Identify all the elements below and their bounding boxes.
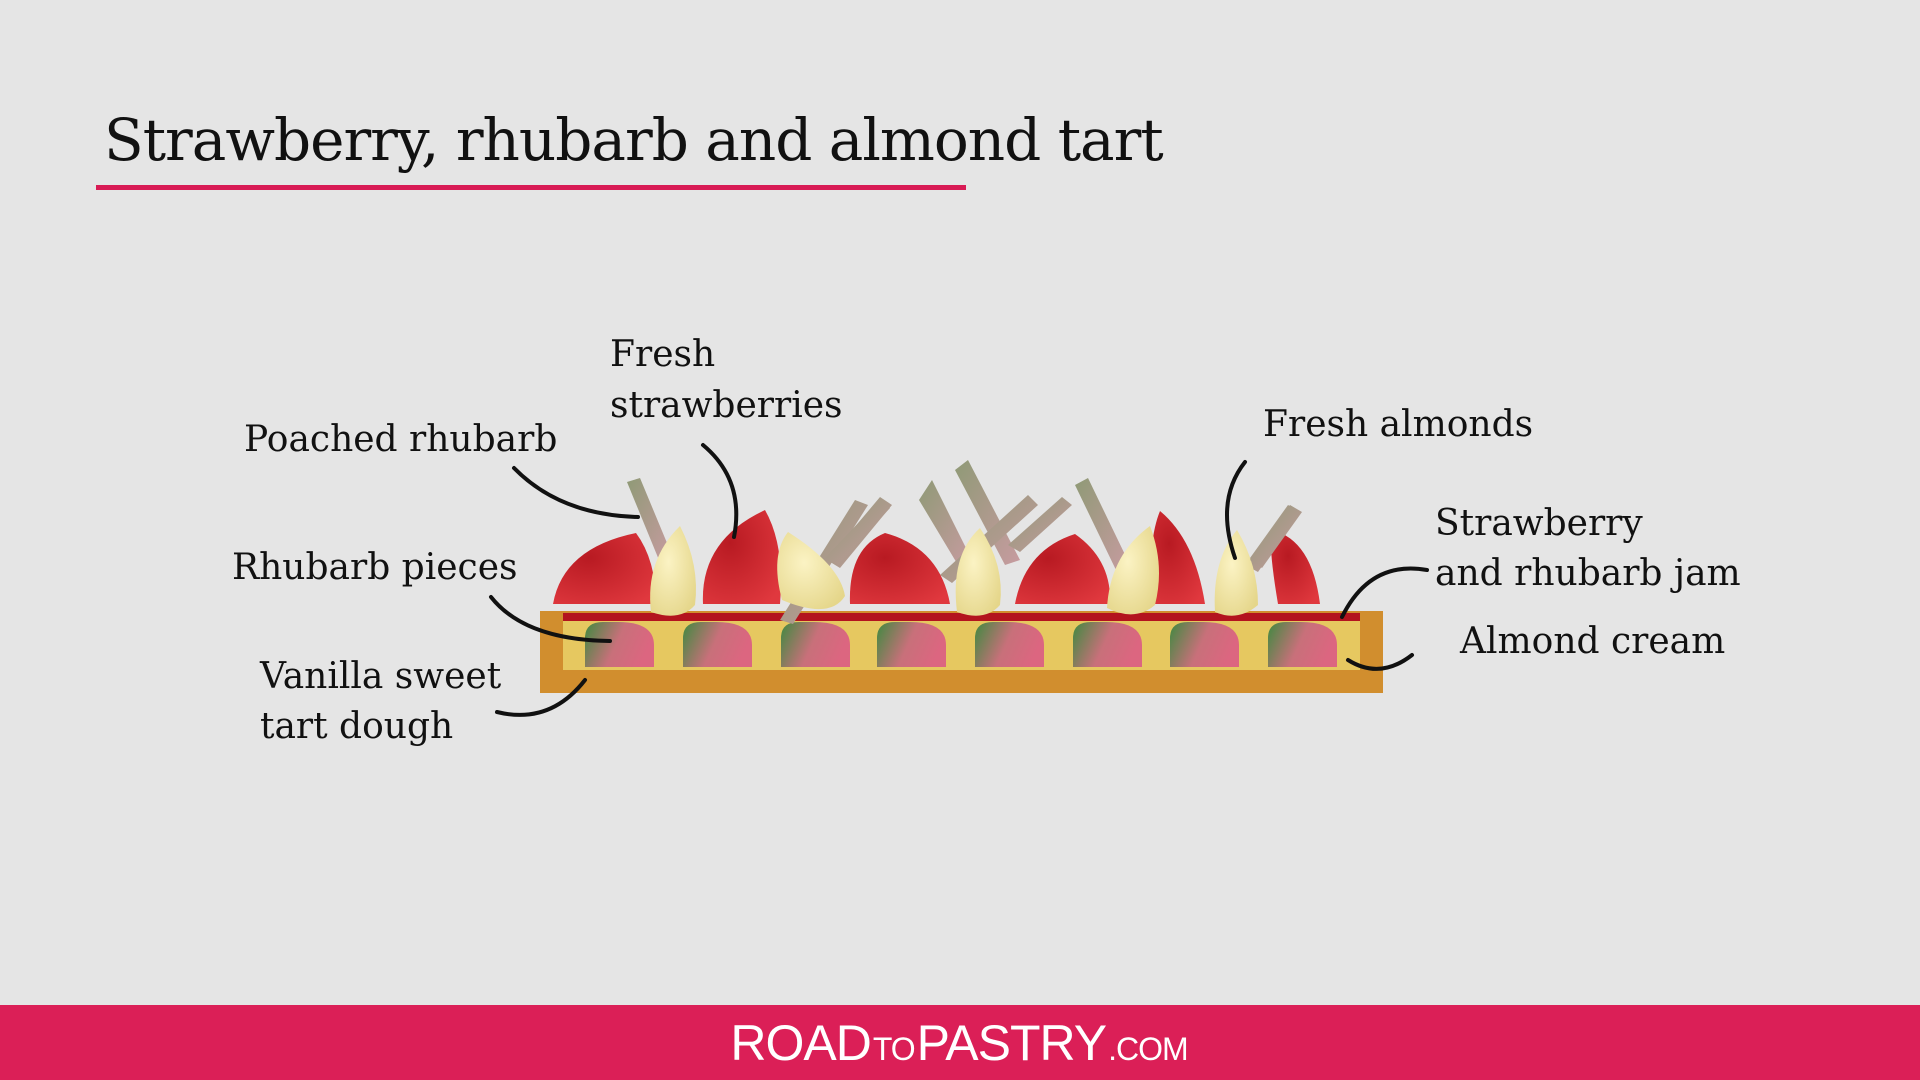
label-jam-line2: and rhubarb jam [1435, 553, 1741, 594]
label-fresh-strawberries-line2: strawberries [610, 385, 843, 426]
brand-logo[interactable]: ROADTOPASTRY.COM [730, 1014, 1189, 1072]
page-title: Strawberry, rhubarb and almond tart [104, 106, 1164, 174]
label-rhubarb-pieces: Rhubarb pieces [232, 547, 518, 588]
tart-diagram: Poached rhubarb Fresh strawberries Fresh… [232, 334, 1741, 747]
label-almond-cream: Almond cream [1459, 621, 1725, 662]
brand-road: ROAD [730, 1014, 871, 1071]
leader-lines [489, 443, 1429, 717]
brand-com: .COM [1108, 1030, 1189, 1067]
brand-pastry: PASTRY [916, 1014, 1107, 1071]
label-jam-line1: Strawberry [1435, 503, 1643, 544]
label-fresh-strawberries-line1: Fresh [610, 334, 715, 375]
jam-layer [563, 613, 1360, 621]
poached-rhubarb-sticks-front [825, 500, 1302, 568]
brand-to: TO [872, 1030, 916, 1067]
title-underline [96, 185, 966, 190]
fresh-almonds [650, 526, 1258, 616]
label-fresh-almonds: Fresh almonds [1263, 404, 1533, 445]
rhubarb-pieces [585, 622, 1337, 667]
label-dough-line1: Vanilla sweet [259, 656, 502, 697]
label-poached-rhubarb: Poached rhubarb [244, 419, 557, 460]
footer-bar: ROADTOPASTRY.COM [0, 1005, 1920, 1080]
almond-cream-layer [563, 620, 1360, 670]
fresh-strawberries [553, 510, 1320, 604]
label-dough-line2: tart dough [260, 706, 453, 747]
